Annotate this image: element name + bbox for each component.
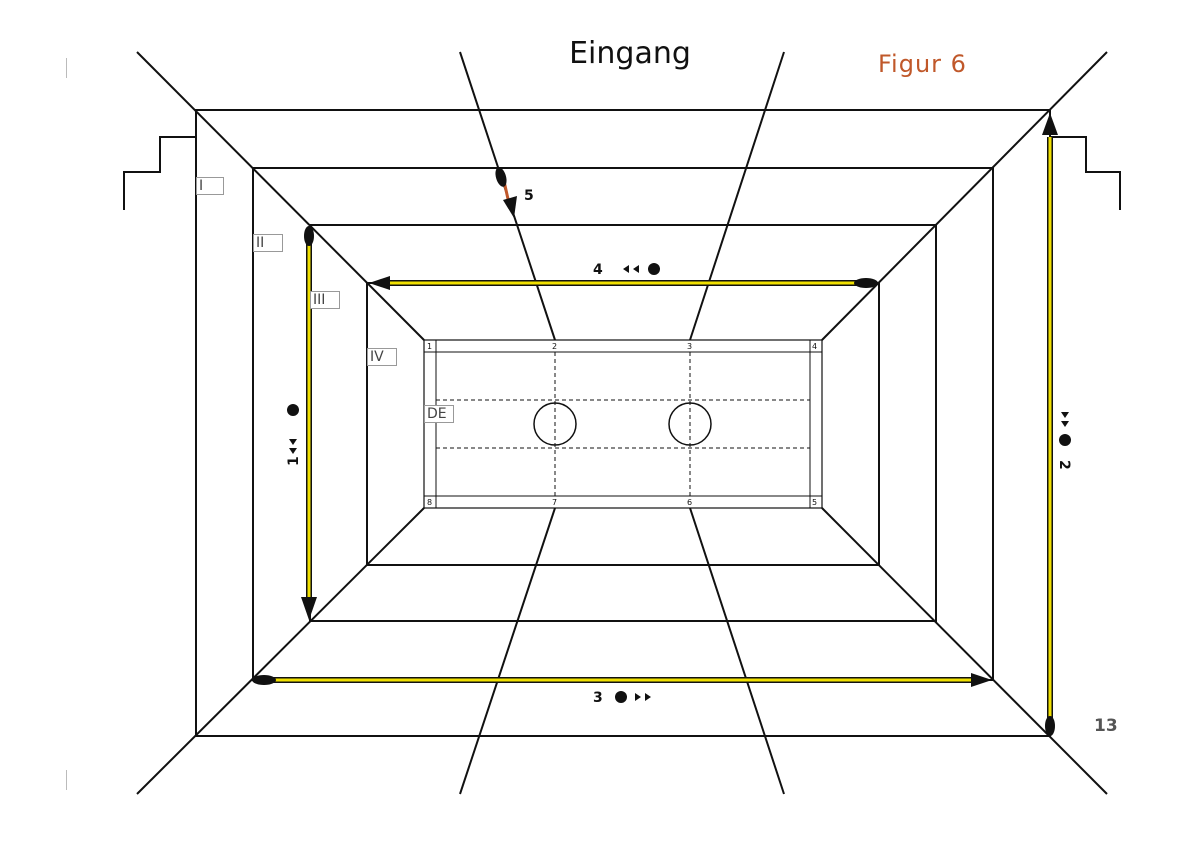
zone-label-iii: III: [310, 291, 340, 309]
diagonal-bottom-right: [821, 507, 1108, 795]
court-point-2: 2: [552, 342, 557, 351]
court-point-4: 4: [812, 342, 817, 351]
page-number: 13: [1094, 716, 1118, 736]
court-point-1: 1: [427, 342, 432, 351]
steps-right: [1050, 136, 1121, 210]
court-point-3: 3: [687, 342, 692, 351]
court-point-8: 8: [427, 498, 432, 507]
svg-text:3: 3: [593, 690, 603, 706]
diagonals: [136, 51, 1108, 795]
path-labels: 1 2 3 4 5: [286, 188, 1072, 706]
court-point-5: 5: [812, 498, 817, 507]
path-2: [1042, 113, 1058, 736]
path-4: [369, 276, 878, 290]
path-5: [495, 167, 517, 218]
path-label-1: 1: [286, 404, 302, 466]
court-circle-right: [668, 402, 712, 446]
diagonal-top-right: [821, 51, 1108, 341]
path-label-2: 2: [1056, 412, 1072, 470]
path-3: [252, 673, 992, 687]
zone-label-iv: IV: [367, 348, 397, 366]
path-label-4: 4: [593, 262, 660, 278]
central-court: 1 2 3 4 5 6 7 8: [423, 339, 823, 509]
zone-label-de: DE: [424, 405, 454, 423]
svg-text:2: 2: [1056, 460, 1072, 470]
ray-bottom-left: [459, 507, 556, 795]
ray-bottom-right: [689, 507, 785, 795]
court-point-7: 7: [552, 498, 557, 507]
steps-left: [123, 136, 196, 210]
margin-tick: [66, 770, 67, 790]
zone-label-ii: II: [253, 234, 283, 252]
diagonal-bottom-left: [136, 507, 425, 795]
path-label-3: 3: [593, 690, 651, 706]
court-point-6: 6: [687, 498, 692, 507]
svg-text:4: 4: [593, 262, 603, 278]
svg-text:1: 1: [286, 456, 302, 466]
path-label-5: 5: [524, 188, 534, 204]
page-title: Eingang: [569, 36, 691, 71]
diagonal-top-left: [136, 51, 425, 341]
figure-label: Figur 6: [878, 50, 967, 78]
margin-tick: [66, 58, 67, 78]
movement-paths: [252, 113, 1058, 736]
perspective-rays: [459, 51, 785, 795]
ray-top-right: [689, 51, 785, 341]
zone-label-i: I: [196, 177, 224, 195]
side-steps: [123, 136, 1121, 210]
court-circle-left: [533, 402, 577, 446]
path-1: [301, 226, 317, 620]
